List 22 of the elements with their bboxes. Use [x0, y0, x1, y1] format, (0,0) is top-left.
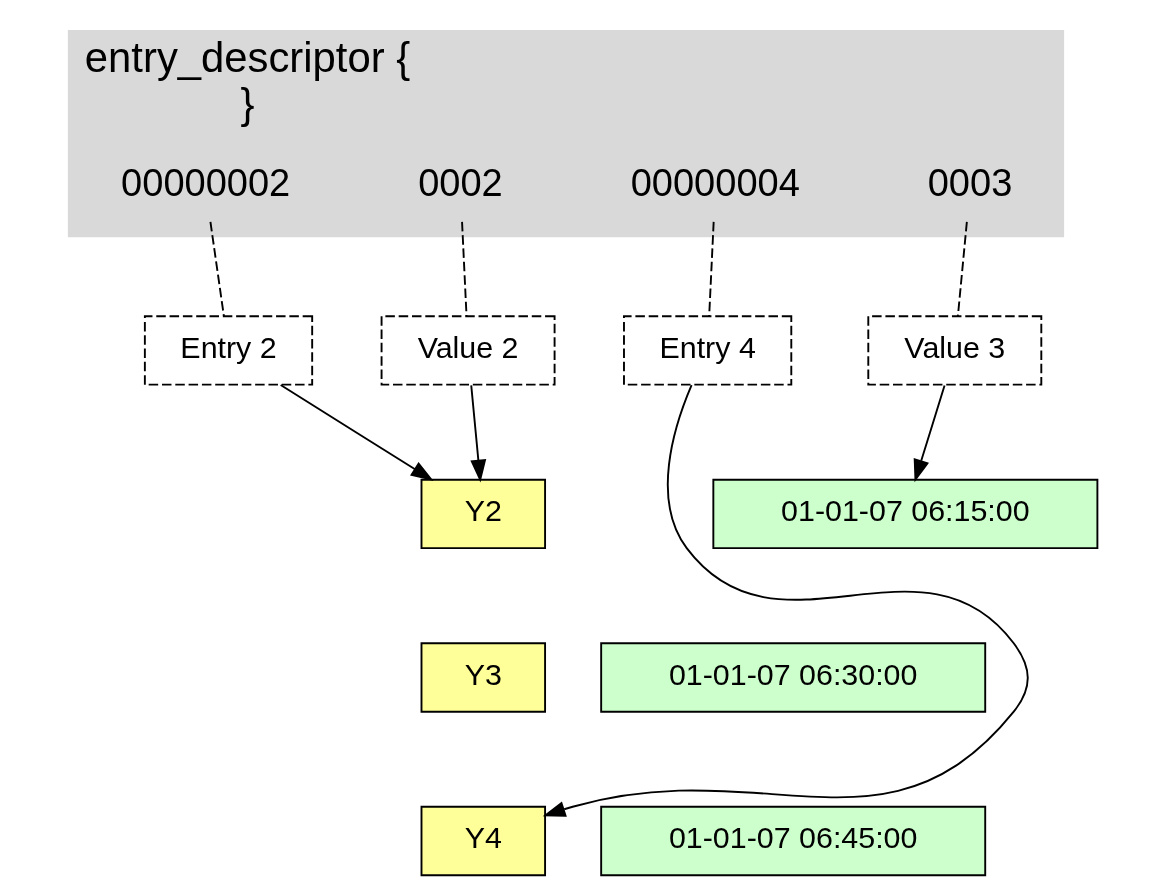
arrow — [279, 384, 434, 481]
arrow — [913, 384, 946, 483]
node-box: Entry 4 — [623, 315, 793, 386]
node-box: 01-01-07 06:45:00 — [600, 805, 987, 877]
connector — [956, 220, 968, 317]
arrow — [470, 384, 487, 483]
connector — [461, 220, 468, 317]
node-box: 01-01-07 06:30:00 — [600, 642, 987, 713]
node-box: Y3 — [420, 642, 547, 713]
node-box: Entry 2 — [143, 315, 314, 386]
node-box: Value 3 — [867, 315, 1043, 386]
node-text: 00000002 — [121, 162, 291, 205]
node-box: 01-01-07 06:15:00 — [712, 478, 1099, 550]
node-text: 0003 — [927, 162, 1013, 205]
node-box: Y4 — [420, 805, 547, 877]
node-text: 00000004 — [630, 162, 800, 205]
connector — [708, 220, 715, 317]
arrow — [542, 384, 1029, 817]
node-text: 0002 — [418, 162, 503, 205]
node-box: Y2 — [420, 478, 547, 550]
connector — [209, 220, 225, 317]
node-box: Value 2 — [380, 315, 556, 386]
